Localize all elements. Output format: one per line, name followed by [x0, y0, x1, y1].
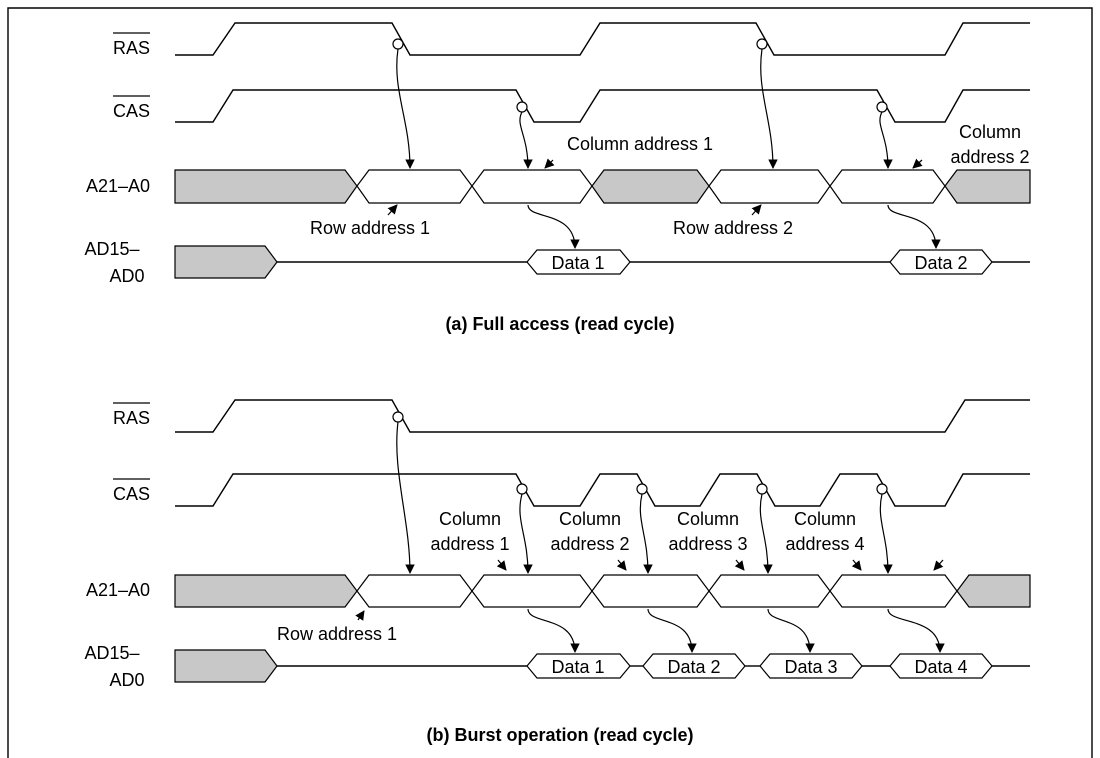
data-4-label: Data 4	[914, 657, 967, 677]
column-address-1-label: Column address 1	[567, 134, 713, 154]
data-1-label: Data 1	[551, 657, 604, 677]
column-address-1-segment	[471, 169, 593, 204]
cas-label: CAS	[113, 484, 150, 504]
address-bus-invalid	[174, 574, 358, 608]
data-2-label: Data 2	[914, 253, 967, 273]
column-address-2-pointer	[616, 559, 627, 571]
ras-to-row-address-arrow	[760, 48, 778, 169]
ras-label: RAS	[113, 408, 150, 428]
data-2-label: Data 2	[667, 657, 720, 677]
column-address-1-pointer	[544, 158, 555, 169]
address-bus-label: A21–A0	[86, 176, 150, 196]
cas-to-column-address-arrow	[519, 111, 533, 169]
panel-burst-operation: RAS CAS A21–A0 AD15– AD0 Data 1 Data 2	[84, 399, 1031, 745]
column-address-1-segment	[471, 574, 593, 608]
data-bus-invalid	[174, 245, 278, 279]
ras-fall-marker	[392, 38, 404, 50]
ras-to-row-address-arrow	[396, 48, 415, 169]
row-address-2-segment	[708, 169, 831, 204]
column-to-data-arrow	[527, 204, 580, 249]
address-bus-label: A21–A0	[86, 580, 150, 600]
data-bus-label: AD15–	[84, 643, 139, 663]
panel-full-access: RAS CAS A21–A0 AD15– AD0 Data 1 Data 2 R…	[84, 22, 1031, 334]
figure-frame	[7, 7, 1093, 758]
cas-waveform	[175, 89, 1030, 123]
column-address-3-segment	[708, 574, 831, 608]
column-to-data-arrow	[887, 204, 941, 249]
row-address-2-label: Row address 2	[673, 218, 793, 238]
cas-fall-marker	[756, 483, 768, 495]
panel-a-caption: (a) Full access (read cycle)	[445, 314, 674, 334]
ras-fall-marker	[756, 38, 768, 50]
row-address-2-pointer	[751, 204, 762, 216]
cas-to-column-address-arrow	[639, 493, 653, 574]
cas-fall-marker	[876, 101, 888, 113]
column-address-4-label: Column	[794, 509, 856, 529]
address-bus-invalid	[944, 169, 1031, 204]
address-bus-invalid	[591, 169, 710, 204]
cas-fall-marker	[516, 483, 528, 495]
cas-to-column-address-arrow	[759, 493, 773, 574]
data-3-label: Data 3	[784, 657, 837, 677]
ras-label: RAS	[113, 38, 150, 58]
data-bus-label-2: AD0	[109, 670, 144, 690]
row-address-1-segment	[356, 169, 473, 204]
address-bus-invalid	[956, 574, 1031, 608]
column-address-4-label-2: address 4	[785, 534, 864, 554]
column-address-2-segment	[829, 169, 946, 204]
column-address-2-pointer	[912, 158, 923, 169]
column-address-3-pointer	[734, 559, 745, 571]
row-address-1-segment	[356, 574, 473, 608]
column-address-2-label-2: address 2	[550, 534, 629, 554]
column-address-2-label: Column	[559, 509, 621, 529]
cas-to-column-address-arrow	[879, 493, 893, 574]
column-address-3-label-2: address 3	[668, 534, 747, 554]
address-bus-invalid	[174, 169, 358, 204]
ras-fall-marker	[392, 411, 404, 423]
row-address-1-pointer	[355, 610, 365, 621]
ras-waveform	[175, 399, 1030, 433]
data-bus-label-2: AD0	[109, 266, 144, 286]
column-to-data-arrow	[767, 608, 815, 653]
column-address-2-label: Column	[959, 122, 1021, 142]
cas-waveform	[175, 473, 1030, 507]
cas-fall-marker	[876, 483, 888, 495]
column-address-1-label: Column	[439, 509, 501, 529]
ras-waveform	[175, 22, 1030, 56]
row-address-1-pointer	[387, 204, 398, 216]
column-address-4-pointer	[851, 559, 862, 571]
cas-to-column-address-arrow	[879, 111, 893, 169]
cas-fall-marker	[516, 101, 528, 113]
column-address-4-segment	[829, 574, 958, 608]
column-to-data-arrow	[887, 608, 945, 653]
column-address-1-label-2: address 1	[430, 534, 509, 554]
column-address-2-segment	[591, 574, 710, 608]
row-address-1-label: Row address 1	[310, 218, 430, 238]
column-to-data-arrow	[647, 608, 697, 653]
column-address-1-pointer	[496, 559, 507, 571]
ras-to-row-address-arrow	[396, 421, 415, 574]
column-address-3-label: Column	[677, 509, 739, 529]
cas-fall-marker	[636, 483, 648, 495]
column-to-data-arrow	[527, 608, 580, 653]
column-address-end-pointer	[933, 559, 944, 571]
data-1-label: Data 1	[551, 253, 604, 273]
panel-b-caption: (b) Burst operation (read cycle)	[426, 725, 693, 745]
cas-to-column-address-arrow	[519, 493, 533, 574]
cas-label: CAS	[113, 101, 150, 121]
row-address-1-label: Row address 1	[277, 624, 397, 644]
data-bus-label: AD15–	[84, 239, 139, 259]
data-bus-invalid	[174, 649, 278, 683]
column-address-2-label-2: address 2	[950, 147, 1029, 167]
